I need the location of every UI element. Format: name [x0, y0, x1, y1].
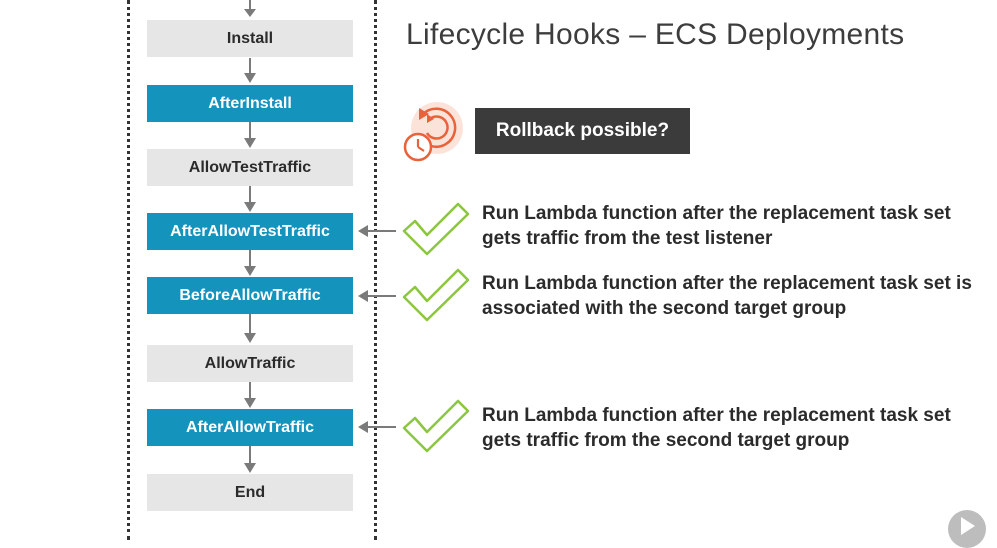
- hook-arrow-3: [358, 421, 396, 433]
- hook-arrow-2: [358, 290, 396, 302]
- left-dotted-line: [127, 0, 130, 540]
- flow-arrow-top: [244, 0, 256, 17]
- rollback-label: Rollback possible?: [475, 108, 690, 154]
- hook-arrow-1: [358, 225, 396, 237]
- rollback-clock-icon: [403, 102, 463, 162]
- flow-arrow: [244, 58, 256, 83]
- step-allow-traffic: AllowTraffic: [147, 345, 353, 382]
- right-dotted-line: [374, 0, 377, 540]
- step-allow-test-traffic: AllowTestTraffic: [147, 149, 353, 186]
- check-icon: [402, 399, 470, 453]
- flow-arrow: [244, 122, 256, 148]
- hook-description-before-allow-traffic: Run Lambda function after the replacemen…: [482, 273, 972, 319]
- step-after-allow-traffic: AfterAllowTraffic: [147, 409, 353, 446]
- check-icon: [402, 268, 470, 322]
- hook-description-after-allow-traffic: Run Lambda function after the replacemen…: [482, 405, 951, 451]
- step-before-allow-traffic: BeforeAllowTraffic: [147, 277, 353, 314]
- step-after-allow-test-traffic: AfterAllowTestTraffic: [147, 213, 353, 250]
- flow-arrow: [244, 250, 256, 276]
- check-icon: [402, 202, 470, 256]
- play-logo-icon[interactable]: [948, 510, 986, 548]
- step-install: Install: [147, 20, 353, 57]
- slide-title: Lifecycle Hooks – ECS Deployments: [406, 18, 905, 51]
- flow-arrow: [244, 382, 256, 408]
- hook-description-after-allow-test-traffic: Run Lambda function after the replacemen…: [482, 203, 951, 249]
- flow-arrow: [244, 446, 256, 473]
- flow-arrow: [244, 186, 256, 212]
- flow-arrow: [244, 314, 256, 343]
- step-end: End: [147, 474, 353, 511]
- step-after-install: AfterInstall: [147, 85, 353, 122]
